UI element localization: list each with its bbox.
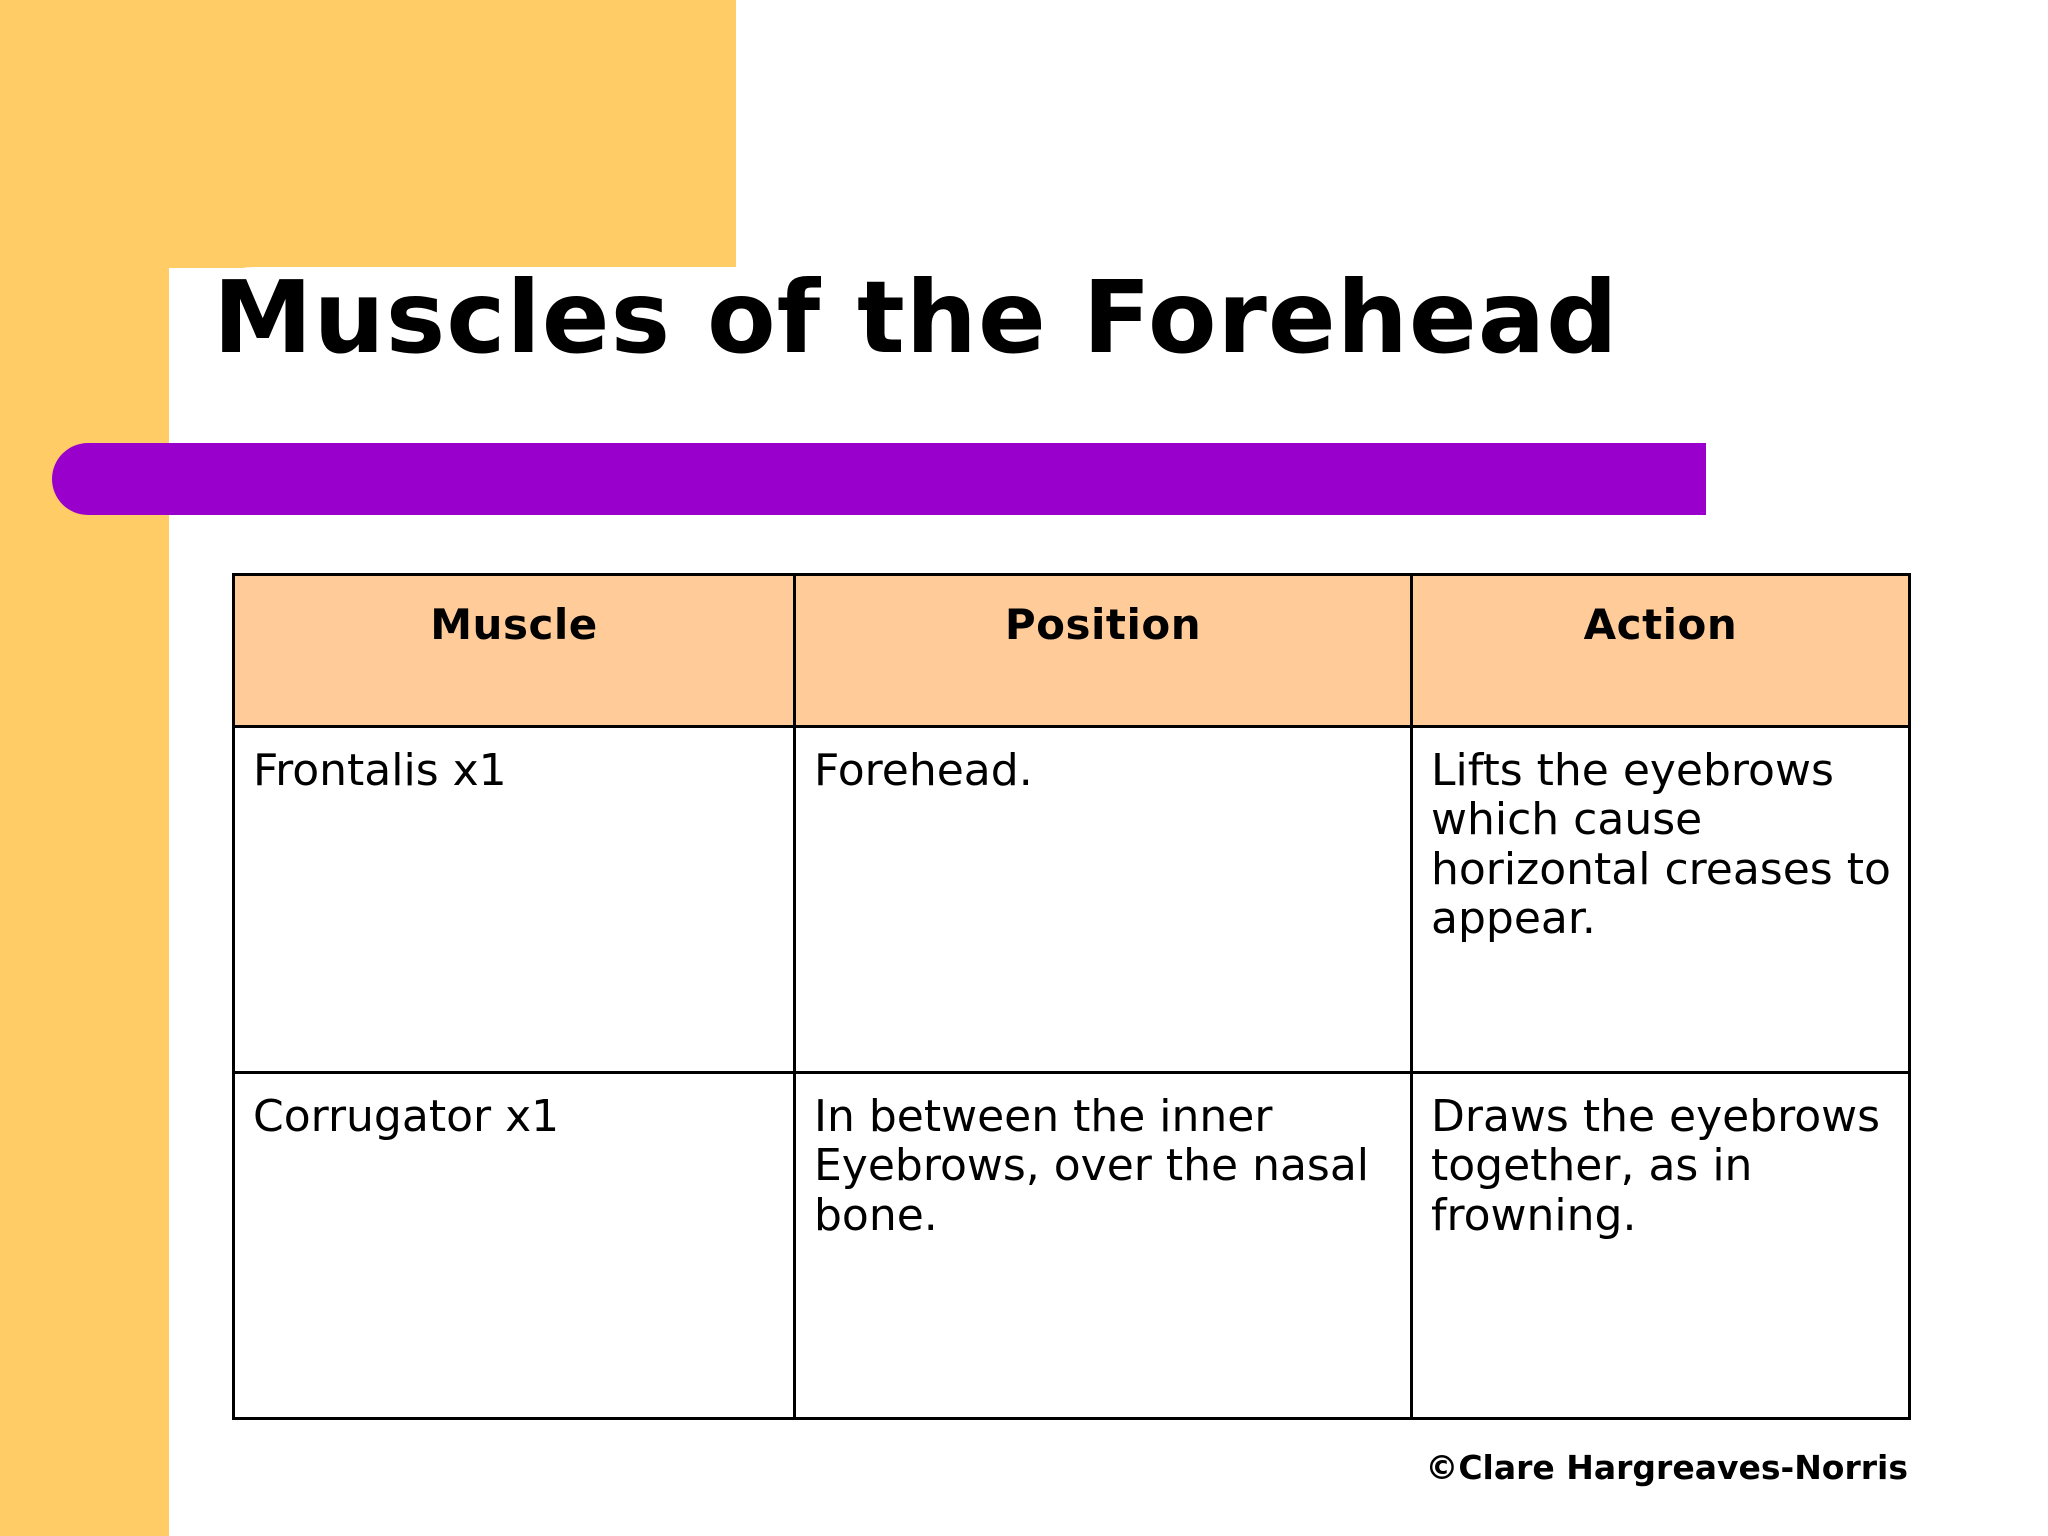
muscle-table: Muscle Position Action Frontalis x1 Fore… <box>232 573 1911 1420</box>
column-header-muscle: Muscle <box>232 573 796 728</box>
column-header-position-label: Position <box>1004 600 1202 649</box>
table-header: Muscle Position Action <box>232 573 1911 728</box>
cell-action: Draws the eyebrows together, as in frown… <box>1410 1071 1911 1420</box>
cell-action: Lifts the eyebrows which cause horizonta… <box>1410 725 1911 1074</box>
cell-position-text: In between the inner Eyebrows, over the … <box>814 1091 1370 1241</box>
cell-muscle: Corrugator x1 <box>232 1071 796 1420</box>
cell-muscle-text: Corrugator x1 <box>253 1091 560 1142</box>
cell-position-text: Forehead. <box>814 745 1033 796</box>
table-row: Corrugator x1 In between the inner Eyebr… <box>232 1071 1911 1420</box>
cell-muscle: Frontalis x1 <box>232 725 796 1074</box>
cell-position: Forehead. <box>793 725 1413 1074</box>
column-header-action: Action <box>1410 573 1911 728</box>
orange-side-column <box>0 0 169 1536</box>
purple-accent-bar <box>52 443 1706 515</box>
cell-position: In between the inner Eyebrows, over the … <box>793 1071 1413 1420</box>
cell-action-text: Draws the eyebrows together, as in frown… <box>1431 1091 1881 1241</box>
column-header-action-label: Action <box>1583 600 1738 649</box>
table-header-row: Muscle Position Action <box>232 573 1911 728</box>
page-title: Muscles of the Forehead <box>213 259 1619 376</box>
cell-action-text: Lifts the eyebrows which cause horizonta… <box>1431 745 1891 944</box>
cell-muscle-text: Frontalis x1 <box>253 745 507 796</box>
column-header-position: Position <box>793 573 1413 728</box>
copyright-credit: ©Clare Hargreaves-Norris <box>1425 1448 1908 1487</box>
column-header-muscle-label: Muscle <box>430 600 598 649</box>
table-row: Frontalis x1 Forehead. Lifts the eyebrow… <box>232 725 1911 1074</box>
table-body: Frontalis x1 Forehead. Lifts the eyebrow… <box>232 725 1911 1420</box>
